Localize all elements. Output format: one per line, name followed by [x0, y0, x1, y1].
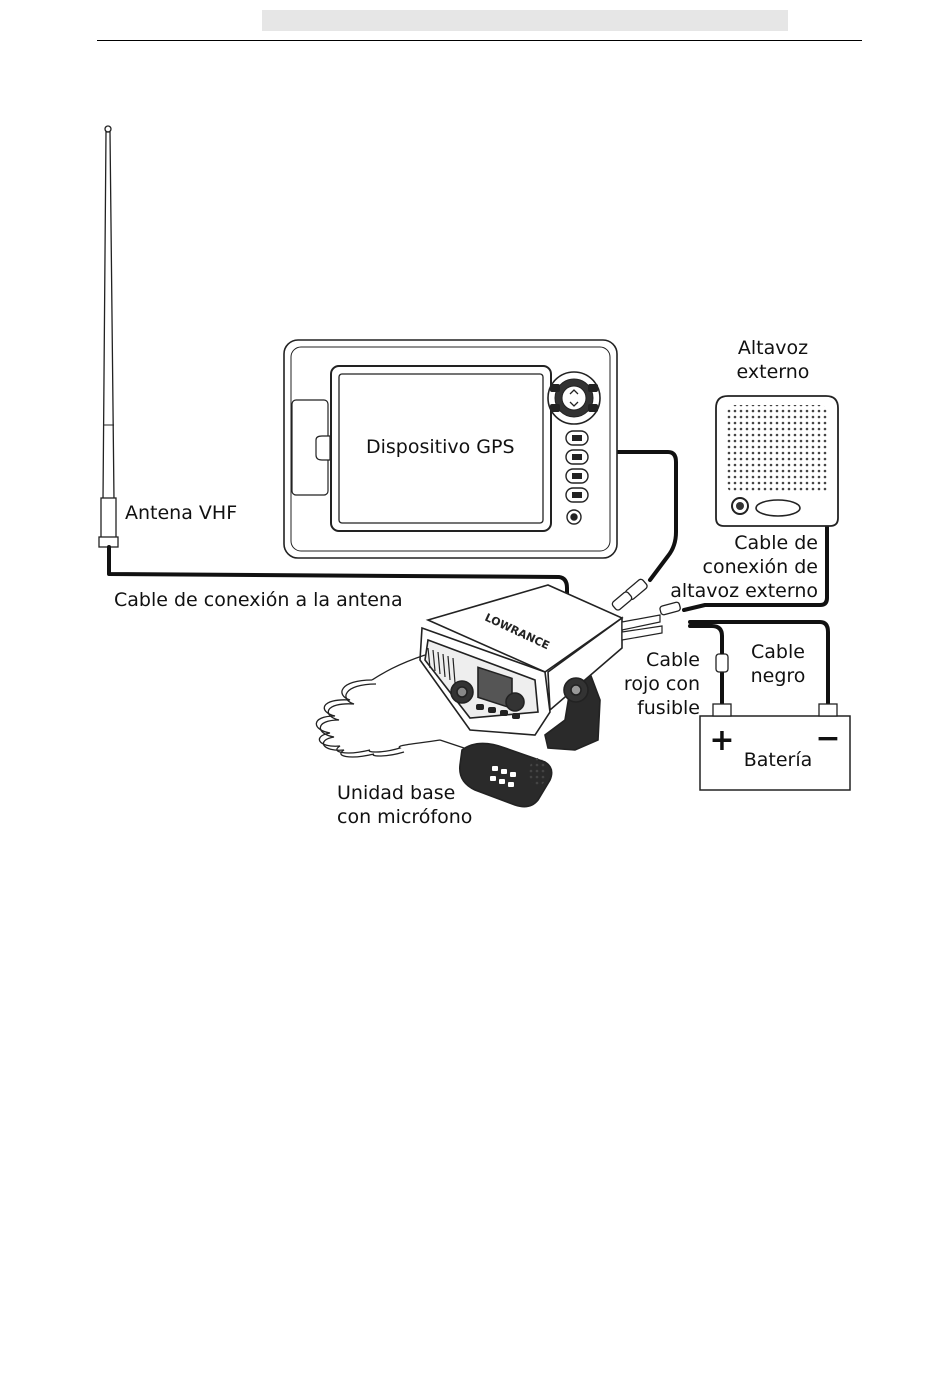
battery-plus-sign: + [709, 723, 734, 758]
vhf-antenna [99, 126, 118, 547]
black-cable-label-line-2: negro [751, 665, 806, 687]
black-cable-label-line-1: Cable [751, 641, 805, 663]
battery-label: Batería [744, 749, 813, 771]
black-cable [690, 622, 828, 705]
mic-label-line-2: con micrófono [337, 806, 472, 828]
antenna-label: Antena VHF [125, 502, 237, 524]
red-cable-label-line-3: fusible [637, 697, 700, 719]
red-cable-label-line-2: rojo con [624, 673, 700, 695]
speaker-cable-label-line-2: conexión de [703, 556, 818, 578]
battery-minus-sign: − [815, 721, 840, 756]
gps-nav-pad-icon [548, 372, 600, 424]
gps-cable [614, 452, 676, 580]
mic-label-line-1: Unidad base [337, 782, 455, 804]
vhf-radio: LOWRANCE [420, 585, 662, 750]
external-speaker [716, 396, 838, 526]
red-cable-label-line-1: Cable [646, 649, 700, 671]
speaker-cable-label-line-1: Cable de [734, 532, 818, 554]
microphone-handset [460, 743, 552, 806]
speaker-title-line-1: Altavoz [738, 337, 808, 359]
speaker-cable-label-line-3: altavoz externo [670, 580, 818, 602]
antenna-cable-label: Cable de conexión a la antena [114, 589, 403, 611]
speaker-title-line-2: externo [737, 361, 810, 383]
gps-device-label: Dispositivo GPS [366, 436, 515, 458]
